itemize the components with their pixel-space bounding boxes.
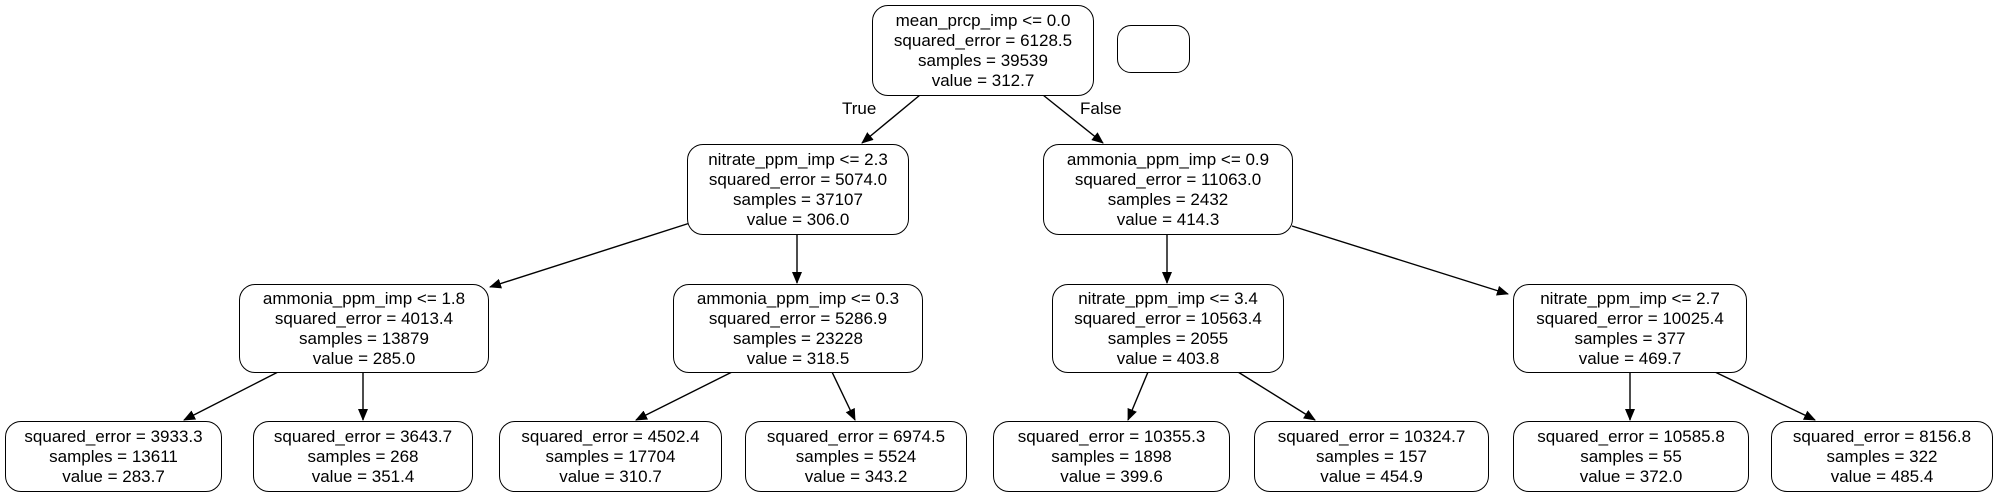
leaf-samples: samples = 13611	[49, 446, 178, 466]
node-split: mean_prcp_imp <= 0.0	[895, 10, 1071, 30]
edge-n1-n3	[489, 222, 691, 289]
edge-n6-l8	[1714, 371, 1816, 421]
node-value: value = 318.5	[746, 348, 850, 368]
node-split: nitrate_ppm_imp <= 2.7	[1540, 288, 1720, 308]
edge-label-true: True	[842, 99, 877, 118]
node-split: ammonia_ppm_imp <= 0.3	[696, 288, 900, 308]
edge-n4-l4	[831, 371, 856, 421]
leaf-value: value = 399.6	[1060, 466, 1163, 486]
leaf-samples: samples = 55	[1580, 446, 1682, 466]
tree-node-n2: ammonia_ppm_imp <= 0.9 squared_error = 1…	[1043, 144, 1293, 235]
tree-node-n1: nitrate_ppm_imp <= 2.3 squared_error = 5…	[687, 144, 909, 235]
leaf-samples: samples = 1898	[1051, 446, 1172, 466]
edge-n5-l5	[1127, 371, 1149, 421]
node-samples: samples = 39539	[918, 50, 1048, 70]
node-value: value = 403.8	[1116, 348, 1220, 368]
edge-root-n1	[861, 94, 921, 144]
tree-node-n4: ammonia_ppm_imp <= 0.3 squared_error = 5…	[673, 284, 923, 373]
tree-node-n5: nitrate_ppm_imp <= 3.4 squared_error = 1…	[1052, 284, 1284, 373]
leaf-samples: samples = 157	[1315, 446, 1428, 466]
tree-leaf-5: squared_error = 10355.3 samples = 1898 v…	[993, 421, 1230, 492]
edge-root-n2	[1042, 94, 1104, 144]
edge-label-false: False	[1080, 99, 1122, 118]
node-value: value = 285.0	[312, 348, 416, 368]
tree-leaf-8: squared_error = 8156.8 samples = 322 val…	[1771, 421, 1993, 492]
node-split: ammonia_ppm_imp <= 1.8	[262, 288, 466, 308]
node-samples: samples = 2432	[1107, 189, 1229, 209]
node-value: value = 312.7	[931, 70, 1035, 90]
leaf-samples: samples = 268	[307, 446, 419, 466]
node-samples: samples = 2055	[1107, 328, 1229, 348]
node-samples: samples = 13879	[299, 328, 429, 348]
tree-node-n6: nitrate_ppm_imp <= 2.7 squared_error = 1…	[1513, 284, 1747, 373]
empty-legend-box	[1117, 25, 1190, 73]
leaf-value: value = 310.7	[559, 466, 662, 486]
tree-node-n3: ammonia_ppm_imp <= 1.8 squared_error = 4…	[239, 284, 489, 373]
node-split: ammonia_ppm_imp <= 0.9	[1066, 149, 1270, 169]
tree-leaf-3: squared_error = 4502.4 samples = 17704 v…	[499, 421, 722, 492]
node-value: value = 414.3	[1116, 209, 1220, 229]
leaf-samples: samples = 17704	[545, 446, 676, 466]
leaf-error: squared_error = 8156.8	[1792, 426, 1972, 446]
edge-n5-l6	[1237, 371, 1316, 421]
leaf-samples: samples = 322	[1826, 446, 1938, 466]
leaf-value: value = 485.4	[1830, 466, 1934, 486]
node-split: nitrate_ppm_imp <= 2.3	[708, 149, 888, 169]
leaf-error: squared_error = 6974.5	[766, 426, 946, 446]
node-error: squared_error = 6128.5	[893, 30, 1073, 50]
leaf-error: squared_error = 3933.3	[24, 426, 203, 446]
tree-leaf-7: squared_error = 10585.8 samples = 55 val…	[1513, 421, 1749, 492]
leaf-value: value = 283.7	[62, 466, 165, 486]
edge-n4-l3	[635, 371, 733, 421]
node-error: squared_error = 10563.4	[1074, 308, 1262, 328]
node-samples: samples = 37107	[733, 189, 863, 209]
tree-leaf-2: squared_error = 3643.7 samples = 268 val…	[253, 421, 473, 492]
leaf-error: squared_error = 4502.4	[521, 426, 700, 446]
node-error: squared_error = 11063.0	[1074, 169, 1262, 189]
tree-leaf-4: squared_error = 6974.5 samples = 5524 va…	[745, 421, 967, 492]
leaf-value: value = 372.0	[1579, 466, 1683, 486]
node-samples: samples = 23228	[733, 328, 863, 348]
edge-n3-l1	[183, 371, 279, 421]
tree-leaf-6: squared_error = 10324.7 samples = 157 va…	[1254, 421, 1489, 492]
node-split: nitrate_ppm_imp <= 3.4	[1078, 288, 1258, 308]
tree-leaf-1: squared_error = 3933.3 samples = 13611 v…	[5, 421, 222, 492]
leaf-error: squared_error = 10585.8	[1537, 426, 1725, 446]
leaf-value: value = 343.2	[804, 466, 908, 486]
node-error: squared_error = 10025.4	[1536, 308, 1724, 328]
leaf-samples: samples = 5524	[795, 446, 917, 466]
node-value: value = 469.7	[1578, 348, 1682, 368]
leaf-error: squared_error = 10355.3	[1017, 426, 1206, 446]
edge-n2-n6	[1291, 225, 1509, 296]
leaf-error: squared_error = 10324.7	[1277, 426, 1466, 446]
node-value: value = 306.0	[746, 209, 850, 229]
node-error: squared_error = 4013.4	[274, 308, 454, 328]
leaf-value: value = 454.9	[1320, 466, 1423, 486]
tree-node-root: mean_prcp_imp <= 0.0 squared_error = 612…	[872, 5, 1094, 96]
node-error: squared_error = 5286.9	[708, 308, 888, 328]
leaf-error: squared_error = 3643.7	[273, 426, 453, 446]
leaf-value: value = 351.4	[311, 466, 415, 486]
node-samples: samples = 377	[1574, 328, 1686, 348]
node-error: squared_error = 5074.0	[708, 169, 888, 189]
